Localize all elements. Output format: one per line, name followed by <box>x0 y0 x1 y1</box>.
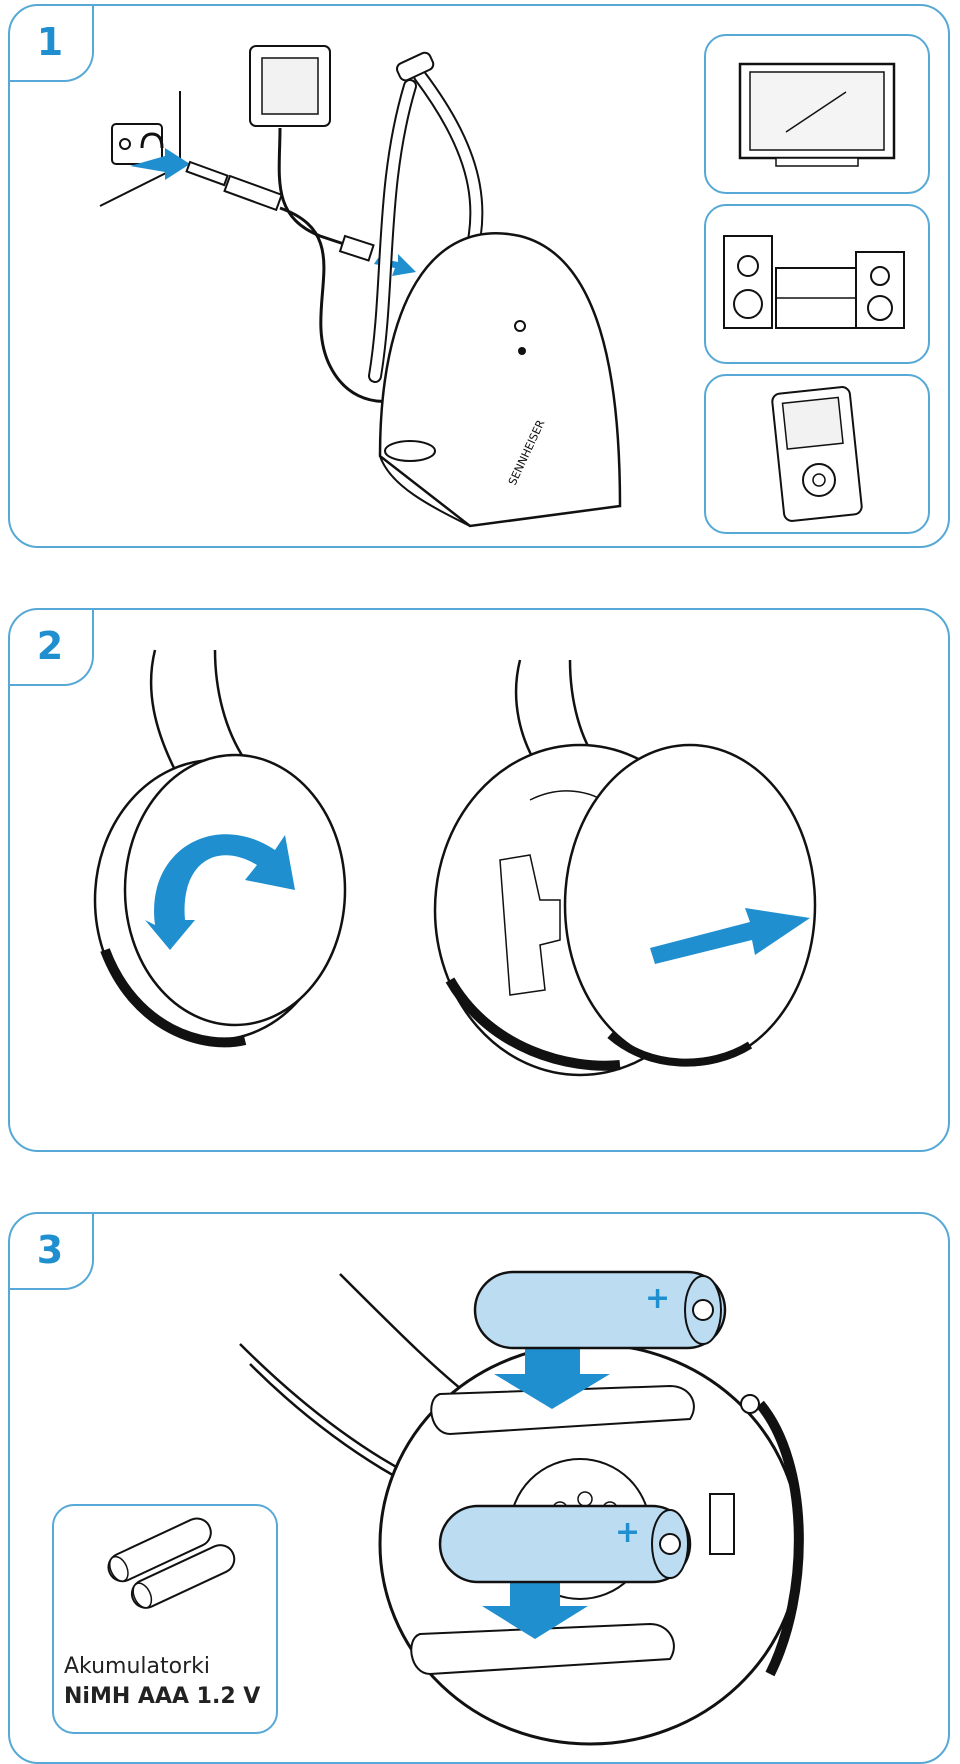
headphone-jack-icon <box>140 132 164 149</box>
tv-thumbnail <box>704 34 930 194</box>
step-number-2: 2 <box>10 610 94 686</box>
aaa-batteries-icon <box>107 1517 236 1609</box>
step-3-panel: 3 + <box>8 1212 950 1764</box>
battery-label-line1: Akumulatorki <box>64 1654 211 1679</box>
battery-icon-lower: + <box>438 1504 692 1584</box>
mp3-player-thumbnail <box>704 374 930 534</box>
insert-arrow-icon <box>494 1344 610 1409</box>
earcup-closed-icon <box>93 649 347 1048</box>
step-2-panel: 2 <box>8 608 950 1152</box>
svg-text:+: + <box>615 1515 640 1550</box>
earcup-open-icon <box>433 659 817 1077</box>
power-adapter-icon <box>249 45 416 276</box>
step-number-1: 1 <box>10 6 94 82</box>
pull-arrow-icon <box>650 908 810 964</box>
stereo-icon <box>723 235 905 329</box>
battery-spec-box: Akumulatorki NiMH AAA 1.2 V <box>52 1504 278 1734</box>
battery-icon-upper: + <box>473 1270 727 1350</box>
stereo-thumbnail <box>704 204 930 364</box>
tv-icon <box>738 62 896 167</box>
insert-arrow-icon-2 <box>482 1579 588 1639</box>
mp3-player-icon <box>771 386 863 522</box>
battery-compartment-icon: + <box>378 1342 804 1746</box>
step-number-3: 3 <box>10 1214 94 1290</box>
step-1-panel: 1 SENNHEISER <box>8 4 950 548</box>
charging-base-icon: SENNHEISER <box>368 51 622 528</box>
svg-text:+: + <box>645 1281 670 1316</box>
battery-label-line2: NiMH AAA 1.2 V <box>64 1684 261 1709</box>
rotate-arrow-icon <box>145 834 295 950</box>
